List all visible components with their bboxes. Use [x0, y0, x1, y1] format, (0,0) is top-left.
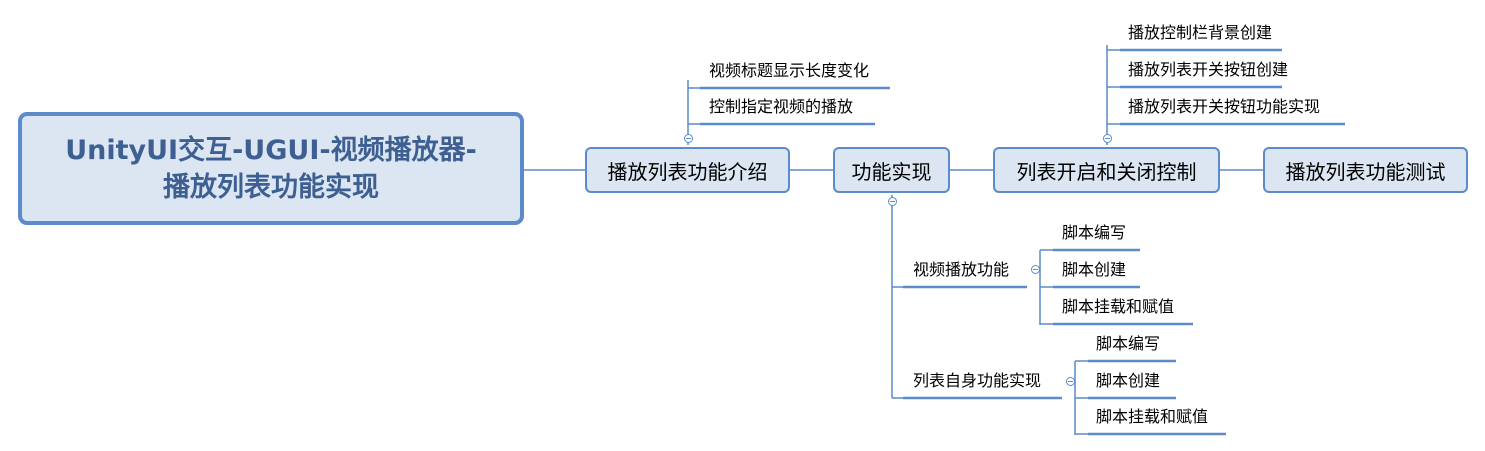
- subtopic-label[interactable]: 脚本编写: [1096, 334, 1161, 353]
- topic-toggle[interactable]: 列表开启和关闭控制: [993, 147, 1220, 193]
- topic-impl[interactable]: 功能实现: [833, 147, 950, 193]
- root-title-line1: UnityUI交互-UGUI-视频播放器-: [65, 134, 477, 166]
- subtopic-label[interactable]: 视频播放功能: [913, 260, 1010, 279]
- collapse-icon[interactable]: [1031, 265, 1040, 274]
- collapse-icon[interactable]: [888, 197, 897, 206]
- subtopic-label[interactable]: 脚本挂载和赋值: [1062, 297, 1175, 316]
- topic-intro[interactable]: 播放列表功能介绍: [585, 147, 790, 193]
- subtopic-label[interactable]: 脚本编写: [1062, 223, 1127, 242]
- subtopic-label[interactable]: 控制指定视频的播放: [709, 97, 854, 116]
- collapse-icon[interactable]: [1103, 134, 1112, 143]
- root-title-line2: 播放列表功能实现: [163, 171, 379, 203]
- collapse-icon[interactable]: [1066, 377, 1075, 386]
- subtopic-label[interactable]: 播放列表开关按钮创建: [1128, 60, 1289, 79]
- subtopic-label[interactable]: 播放列表开关按钮功能实现: [1128, 97, 1321, 116]
- subtopic-label[interactable]: 播放控制栏背景创建: [1128, 23, 1273, 42]
- subtopic-label[interactable]: 脚本创建: [1062, 260, 1127, 279]
- topic-test[interactable]: 播放列表功能测试: [1263, 147, 1468, 193]
- collapse-icon[interactable]: [684, 134, 693, 143]
- root-topic[interactable]: UnityUI交互-UGUI-视频播放器- 播放列表功能实现: [18, 112, 524, 225]
- subtopic-label[interactable]: 列表自身功能实现: [913, 371, 1042, 390]
- subtopic-label[interactable]: 视频标题显示长度变化: [709, 61, 870, 80]
- subtopic-label[interactable]: 脚本创建: [1096, 371, 1161, 390]
- subtopic-label[interactable]: 脚本挂载和赋值: [1096, 407, 1209, 426]
